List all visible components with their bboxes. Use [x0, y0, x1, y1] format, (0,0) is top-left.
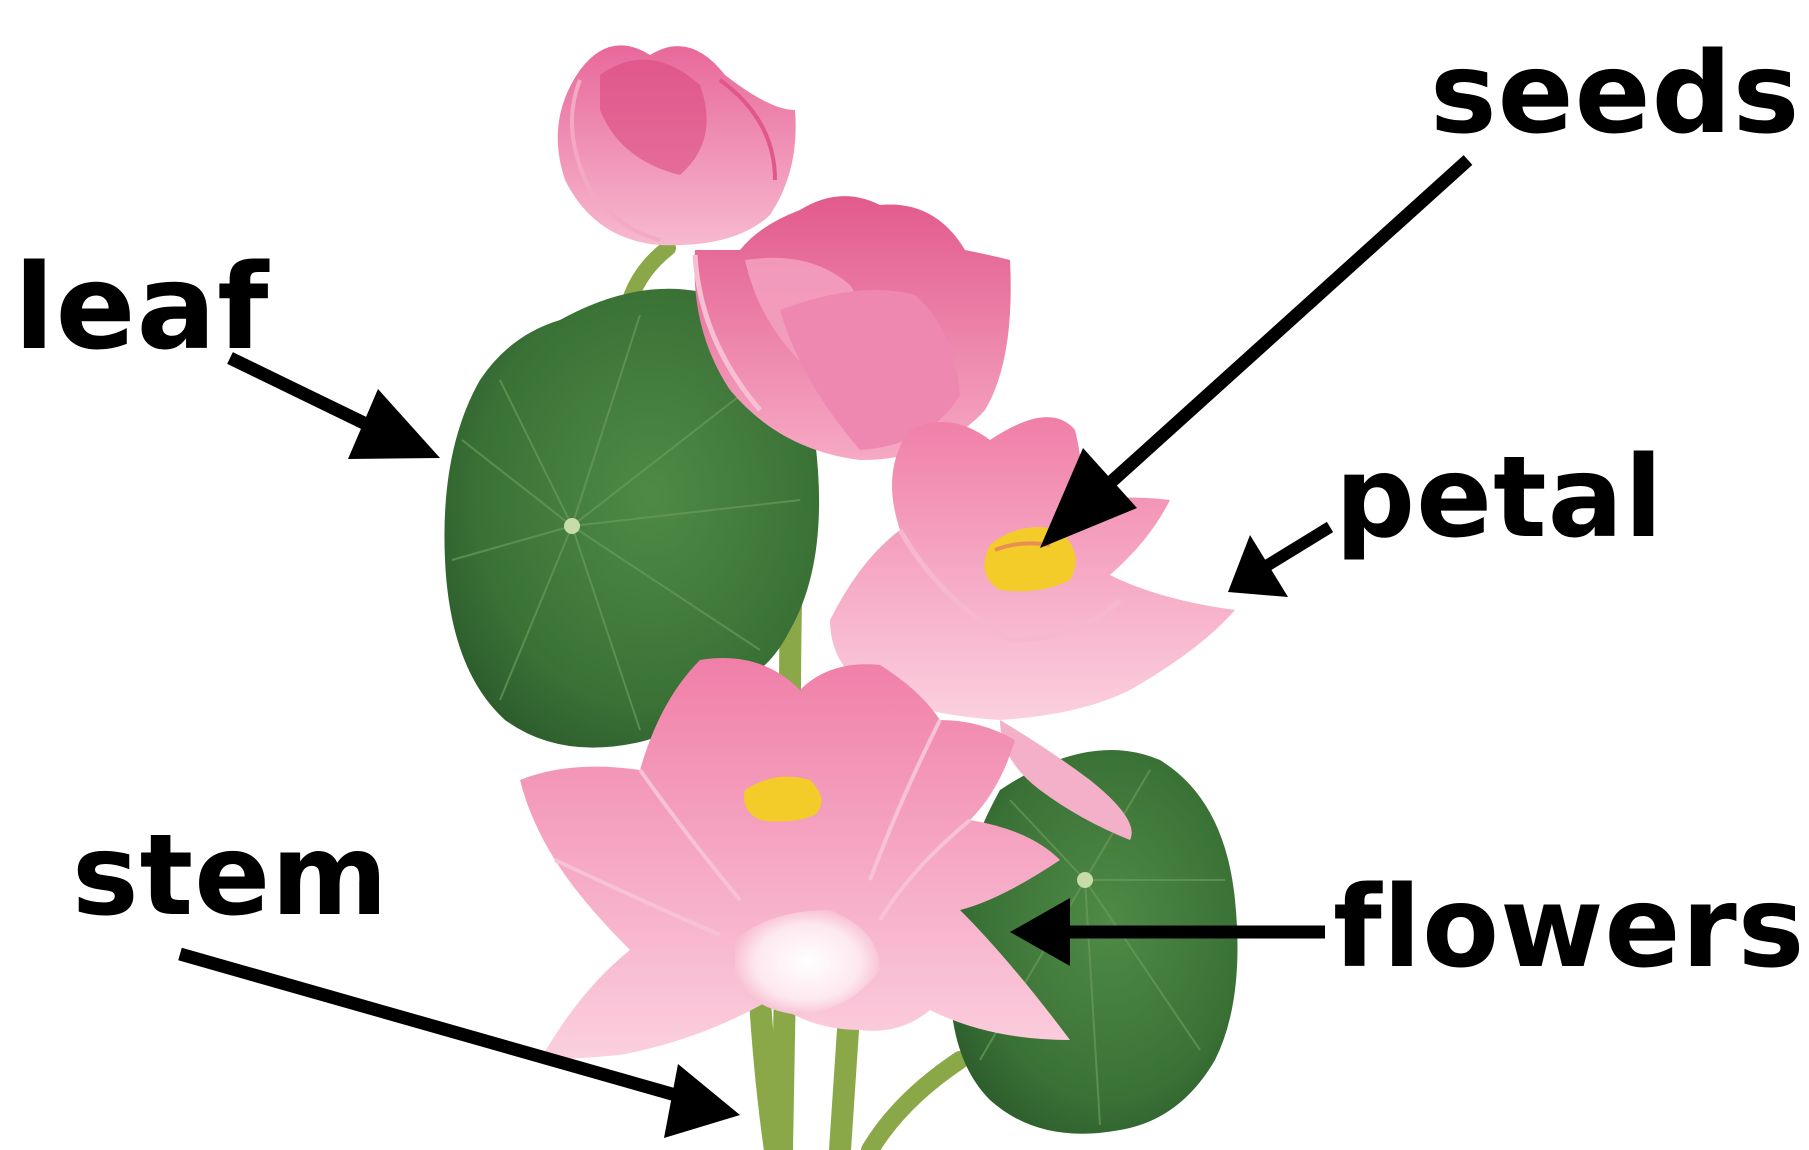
stem-leaf-right [870, 1060, 960, 1150]
stem-bottom-left [760, 1000, 775, 1150]
top-bud [558, 45, 796, 245]
arrow-petal [1228, 527, 1330, 597]
label-petal: petal [1335, 442, 1664, 554]
label-flowers: flowers [1333, 872, 1805, 984]
label-leaf: leaf [14, 248, 269, 366]
label-seeds: seeds [1430, 38, 1800, 150]
label-stem: stem [72, 820, 389, 932]
